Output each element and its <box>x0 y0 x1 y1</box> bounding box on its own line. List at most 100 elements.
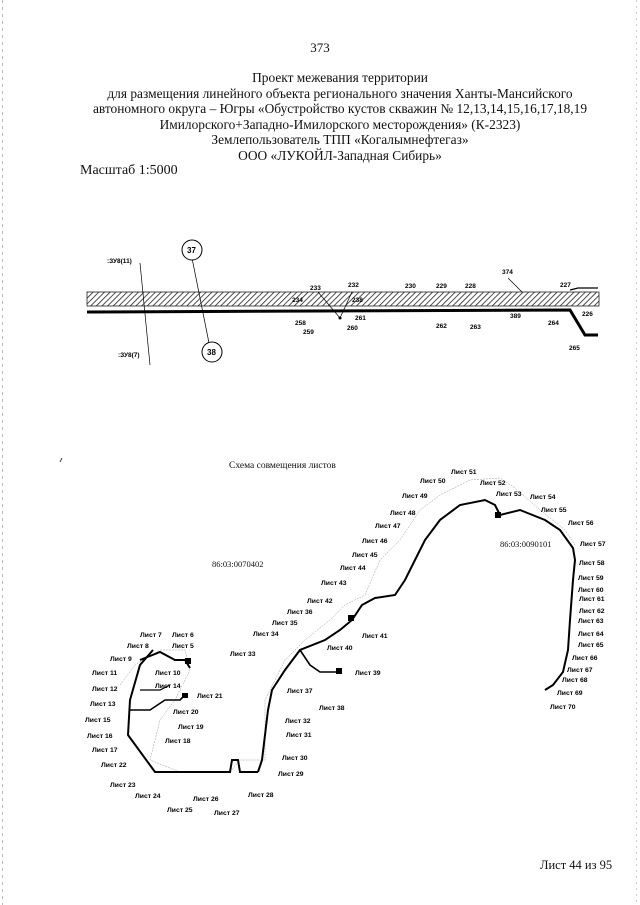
scan-mark <box>59 457 63 463</box>
pad-53 <box>495 512 501 518</box>
pad-39 <box>336 668 342 674</box>
schema-title: Схема совмещения листов <box>229 461 336 471</box>
sheet-label-20: Лист 20 <box>173 709 199 716</box>
circle-37 <box>181 239 203 261</box>
sheet-label-61: Лист 61 <box>579 596 605 603</box>
sheet-label-21: Лист 21 <box>197 693 223 700</box>
point-226: 226 <box>582 311 593 318</box>
sheet-label-38: Лист 38 <box>319 705 345 712</box>
point-227: 227 <box>560 282 571 289</box>
sheet-label-7: Лист 7 <box>140 632 162 639</box>
sheet-label-19: Лист 19 <box>178 724 204 731</box>
sheet-label-32: Лист 32 <box>285 718 311 725</box>
sheet-grid-outline <box>119 477 576 773</box>
route-branch-19 <box>130 694 186 711</box>
route-branch-left <box>126 649 258 773</box>
pad-21 <box>182 693 188 698</box>
sheet-label-55: Лист 55 <box>541 507 567 514</box>
sheet-label-54: Лист 54 <box>530 494 556 501</box>
sheet-label-57: Лист 57 <box>580 541 606 548</box>
sheet-label-41: Лист 41 <box>362 633 388 640</box>
zu-top-label: :ЗУ8(11) <box>107 258 132 265</box>
sheet-label-6: Лист 6 <box>172 632 194 639</box>
sheet-label-43: Лист 43 <box>321 580 347 587</box>
sheet-label-46: Лист 46 <box>362 538 388 545</box>
sheet-label-13: Лист 13 <box>90 701 116 708</box>
sheet-label-15: Лист 15 <box>85 717 111 724</box>
leader-374 <box>507 277 523 293</box>
sheet-label-11: Лист 11 <box>92 670 117 677</box>
sheet-label-59: Лист 59 <box>578 575 604 582</box>
sheet-label-12: Лист 12 <box>92 686 118 693</box>
point-265: 265 <box>569 345 580 352</box>
leader-37 <box>139 262 151 366</box>
sheet-label-25: Лист 25 <box>167 807 193 814</box>
title-line-4: Имилорского+Западно-Имилорского месторож… <box>159 116 521 132</box>
band-label-238: 238 <box>352 297 363 304</box>
circle-37-label: 37 <box>187 246 196 255</box>
leader-232 <box>339 291 353 319</box>
sheet-label-52: Лист 52 <box>480 480 506 487</box>
point-262: 262 <box>436 323 447 330</box>
point-259: 259 <box>303 329 314 336</box>
route-north <box>351 498 501 621</box>
sheet-label-28: Лист 28 <box>248 792 274 799</box>
sheet-label-36: Лист 36 <box>287 609 313 616</box>
point-389: 389 <box>510 313 521 320</box>
scale-label: Масштаб 1:5000 <box>80 163 178 178</box>
title-line-5: Землепользователь ТПП «Когалымнефтегаз» <box>211 132 469 147</box>
sheet-label-40: Лист 40 <box>327 645 353 652</box>
sheet-label-53: Лист 53 <box>496 491 522 498</box>
cadastral-right: 86:03:0090101 <box>500 539 552 549</box>
sheet-label-18: Лист 18 <box>165 738 191 745</box>
point-229: 229 <box>436 283 447 290</box>
point-233: 233 <box>310 285 321 292</box>
leader-233 <box>317 291 341 319</box>
leader-38 <box>191 257 211 349</box>
sheet-label-64: Лист 64 <box>578 631 604 638</box>
circle-38-label: 38 <box>207 348 216 357</box>
sheet-label-62: Лист 62 <box>579 608 605 615</box>
point-260: 260 <box>347 325 358 332</box>
sheet-label-34: Лист 34 <box>253 631 279 638</box>
title-line-6: ООО «ЛУКОЙЛ-Западная Сибирь» <box>238 147 442 163</box>
point-228: 228 <box>465 283 476 290</box>
sheet-label-9: Лист 9 <box>110 656 132 663</box>
point-264: 264 <box>548 320 559 327</box>
point-261: 261 <box>355 315 366 322</box>
sheet-label-45: Лист 45 <box>352 552 378 559</box>
route-east <box>499 508 577 691</box>
sheet-label-66: Лист 66 <box>572 655 598 662</box>
route-main <box>139 650 191 669</box>
sheet-label-22: Лист 22 <box>101 762 127 769</box>
point-230: 230 <box>405 283 416 290</box>
route-branch-39 <box>299 649 338 673</box>
sheet-label-50: Лист 50 <box>420 478 446 485</box>
pad-5 <box>185 658 191 664</box>
sheet-label-26: Лист 26 <box>193 796 219 803</box>
sheet-label-70: Лист 70 <box>550 704 576 711</box>
title-line-3: автономного округа – Югры «Обустройство … <box>92 101 588 116</box>
band-label-234: 234 <box>292 297 303 304</box>
cadastral-left: 86:03:0070402 <box>212 559 264 569</box>
zu-bottom-label: :ЗУ8(7) <box>118 352 140 359</box>
sheet-label-63: Лист 63 <box>578 618 604 625</box>
title-line-2: для размещения линейного объекта региона… <box>107 85 573 101</box>
sheet-label-31: Лист 31 <box>286 732 312 739</box>
pad-42 <box>348 615 354 621</box>
sheet-label-49: Лист 49 <box>402 493 428 500</box>
sheet-label-14: Лист 14 <box>155 683 181 690</box>
boundary-line-upper <box>569 287 598 291</box>
road-band <box>86 291 600 307</box>
sheet-label-69: Лист 69 <box>557 690 583 697</box>
route-center <box>257 619 353 773</box>
sheet-label-10: Лист 10 <box>155 670 181 677</box>
sheet-label-44: Лист 44 <box>340 565 366 572</box>
sheet-label-58: Лист 58 <box>579 560 605 567</box>
point-374: 374 <box>502 269 513 276</box>
sheet-footer: Лист 44 из 95 <box>540 858 613 872</box>
boundary-line <box>86 308 598 337</box>
sheet-label-39: Лист 39 <box>355 670 381 677</box>
sheet-label-23: Лист 23 <box>110 782 136 789</box>
